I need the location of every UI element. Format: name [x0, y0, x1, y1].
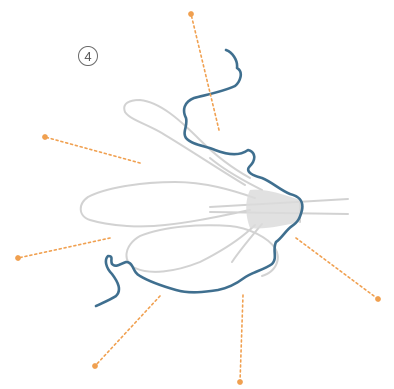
dotted-arrow-icon: [240, 295, 243, 382]
inner-crease-top: [210, 158, 262, 190]
dotted-arrow-icon: [45, 137, 140, 163]
step-number-badge: 4: [78, 46, 98, 66]
middle-flap-outline: [81, 182, 255, 226]
direction-arrows: [18, 14, 378, 382]
dotted-arrow-icon: [191, 14, 219, 130]
dotted-arrow-icon: [296, 238, 378, 299]
outer-outline: [96, 50, 302, 306]
dotted-arrow-icon: [95, 296, 160, 366]
inner-fold-lines: [81, 100, 348, 276]
circled-number-icon: 4: [84, 50, 91, 63]
dotted-arrow-icon: [18, 238, 110, 258]
